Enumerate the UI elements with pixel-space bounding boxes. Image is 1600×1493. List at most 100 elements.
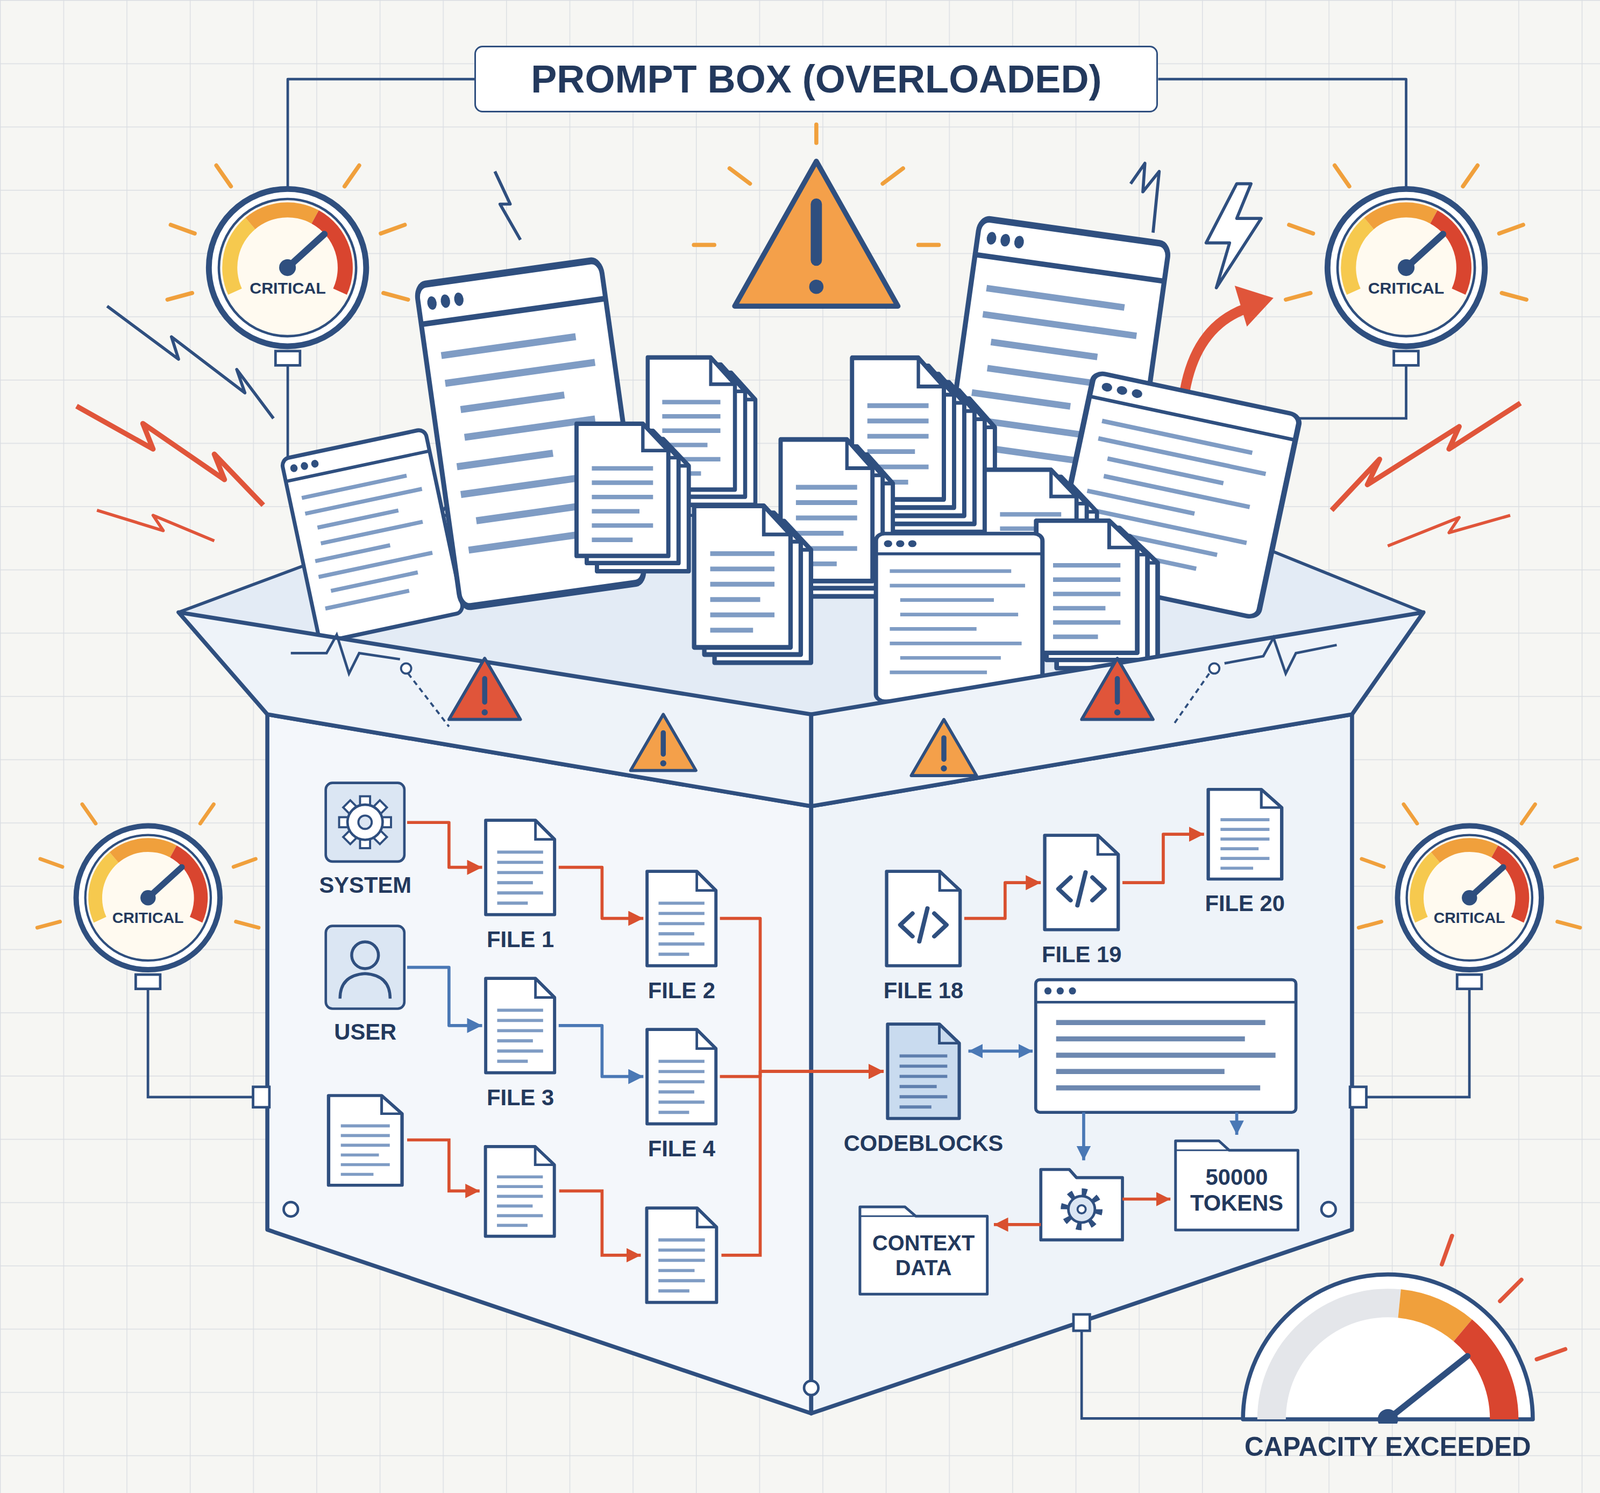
box-face <box>267 714 812 1414</box>
folder-tab-line <box>1175 1149 1230 1151</box>
paper-window <box>876 533 1043 702</box>
doc-outline <box>646 1029 716 1124</box>
folder-body <box>1175 1140 1299 1230</box>
gauge-hub <box>1397 259 1415 276</box>
dashed-line <box>408 673 450 727</box>
doc-fold <box>535 820 556 840</box>
gear-folder <box>1040 1169 1123 1241</box>
corner-rivet <box>804 1380 819 1396</box>
codeblocks-doc: CODEBLOCKS <box>842 1020 1006 1157</box>
socket <box>1073 1314 1090 1331</box>
node-label: CRITICAL <box>1322 279 1490 298</box>
token-folder: 50000 TOKENS <box>1172 1138 1301 1233</box>
flow-arrow <box>964 882 1041 919</box>
node-label: FILE 19 <box>1041 941 1122 968</box>
doc-lines <box>658 1061 705 1113</box>
gauge-hub <box>1461 890 1477 906</box>
flow-arrow <box>720 918 885 1072</box>
warning-dot <box>809 279 824 295</box>
node-label: FILE 4 <box>648 1135 716 1162</box>
gauge-band <box>1256 1288 1401 1420</box>
doc-outline <box>486 820 556 915</box>
gauge-band <box>1453 1319 1519 1420</box>
node-label: CRITICAL <box>203 279 372 298</box>
pulse-line <box>290 634 401 674</box>
alarm-ray <box>1499 1279 1522 1301</box>
gauge-rim <box>1397 826 1542 971</box>
alarm-ray <box>693 243 715 248</box>
gauge-hub <box>1377 1409 1398 1424</box>
flow-arrow <box>1235 1112 1239 1135</box>
node-label: CONTEXT DATA <box>866 1231 981 1281</box>
node-label: USER <box>333 1019 397 1045</box>
wire <box>1157 79 1406 188</box>
gauge-face <box>1322 183 1490 352</box>
file-doc-shape <box>1204 785 1286 883</box>
gauge-dial: CRITICAL <box>1392 821 1547 975</box>
warning-dot <box>481 709 488 716</box>
alarm-ray <box>918 243 940 248</box>
flow-arrow <box>558 867 644 919</box>
gauge-stem <box>1456 974 1482 990</box>
warning-sign <box>1081 658 1154 720</box>
node-label: PROMPT BOX (OVERLOADED) <box>530 57 1102 102</box>
gauge-stem <box>275 351 301 366</box>
socket <box>1349 1086 1367 1108</box>
doc-lines <box>497 1010 544 1062</box>
codeblocks-doc-shape <box>883 1020 964 1123</box>
flow-arrow <box>558 1025 644 1077</box>
node-label: FILE 2 <box>648 977 716 1004</box>
warning-mark <box>481 678 487 703</box>
icon-frame <box>325 926 405 1009</box>
doc-fold <box>939 871 960 891</box>
gauge-face <box>203 183 372 352</box>
capacity-gauge: CAPACITY EXCEEDED <box>1233 1270 1543 1462</box>
user-body <box>340 973 391 999</box>
folder-tab-line <box>859 1215 916 1218</box>
warning-sign <box>449 658 521 720</box>
lightning-bolt <box>494 171 521 240</box>
user-icon: USER <box>321 923 409 1045</box>
system-icon: SYSTEM <box>317 780 414 899</box>
gauge-stem <box>1394 351 1419 366</box>
paper-window <box>281 428 465 643</box>
gauge-face <box>1337 198 1475 337</box>
pulse-line <box>1224 637 1338 674</box>
doc-outline <box>886 871 961 966</box>
node-label: CODEBLOCKS <box>843 1130 1004 1157</box>
flow-arrow <box>1122 1197 1171 1201</box>
code-glyph <box>900 908 947 942</box>
dashed-line <box>1173 673 1210 725</box>
alarm-ray <box>814 124 819 143</box>
code-file: FILE 18 <box>880 867 966 1004</box>
folder-body <box>859 1206 988 1294</box>
warning-sign <box>734 161 899 307</box>
warning-mark <box>941 737 947 760</box>
warning-dot <box>940 765 947 772</box>
warning-sign <box>911 719 977 776</box>
doc-fold <box>1261 789 1282 808</box>
doc-fold <box>697 871 717 891</box>
lightning-bolt <box>1130 163 1159 233</box>
window-dot <box>1044 987 1052 995</box>
gear-hub <box>1077 1205 1086 1214</box>
doc-fold <box>535 978 556 998</box>
warning-dot <box>660 760 667 767</box>
gear-teeth <box>1064 1191 1100 1227</box>
icon-frame <box>325 783 405 862</box>
warning-mark <box>810 203 822 260</box>
socket <box>253 1086 270 1108</box>
gauge-rim <box>209 188 367 346</box>
doc-outline <box>646 871 716 966</box>
gauge-stem <box>135 974 161 990</box>
alarm-ray <box>1441 1235 1453 1265</box>
gauge-needle <box>1387 1356 1468 1420</box>
box-flap <box>178 612 812 807</box>
gauge-face <box>218 198 357 337</box>
doc-fold <box>1098 835 1119 855</box>
doc-outline <box>1044 835 1119 930</box>
warning-mark <box>660 732 666 755</box>
node-label: CRITICAL <box>1392 908 1547 927</box>
